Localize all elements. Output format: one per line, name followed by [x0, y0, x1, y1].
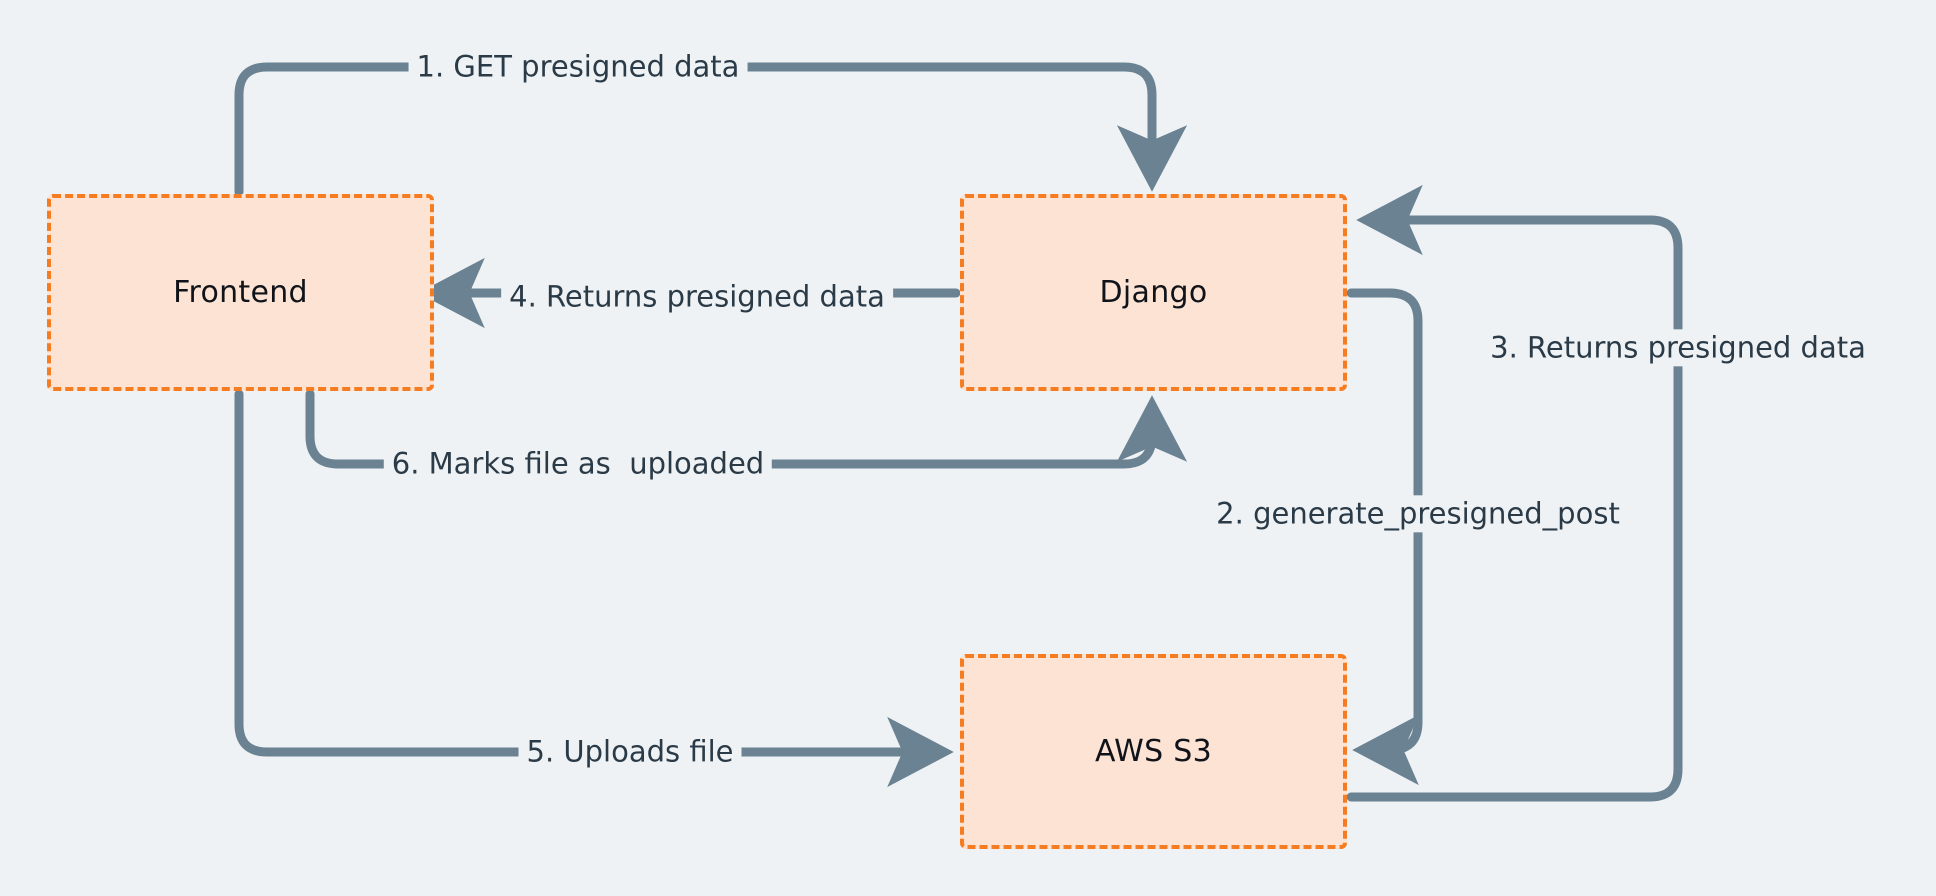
node-aws-s3[interactable]: AWS S3	[960, 654, 1347, 849]
node-aws-s3-label: AWS S3	[1094, 734, 1213, 769]
node-frontend-label: Frontend	[173, 275, 308, 310]
edge-label-6: 6. Marks file as uploaded	[383, 445, 773, 483]
edge-label-3: 3. Returns presigned data	[1482, 329, 1874, 367]
node-django-label: Django	[1099, 275, 1208, 310]
edge-path-1	[234, 62, 1188, 197]
edge-label-5: 5. Uploads file	[518, 733, 742, 771]
edge-label-2: 2. generate_presigned_post	[1208, 495, 1628, 533]
node-frontend[interactable]: Frontend	[47, 194, 434, 391]
node-django[interactable]: Django	[960, 194, 1347, 391]
edge-label-4: 4. Returns presigned data	[501, 278, 893, 316]
edge-label-1: 1. GET presigned data	[408, 48, 748, 86]
